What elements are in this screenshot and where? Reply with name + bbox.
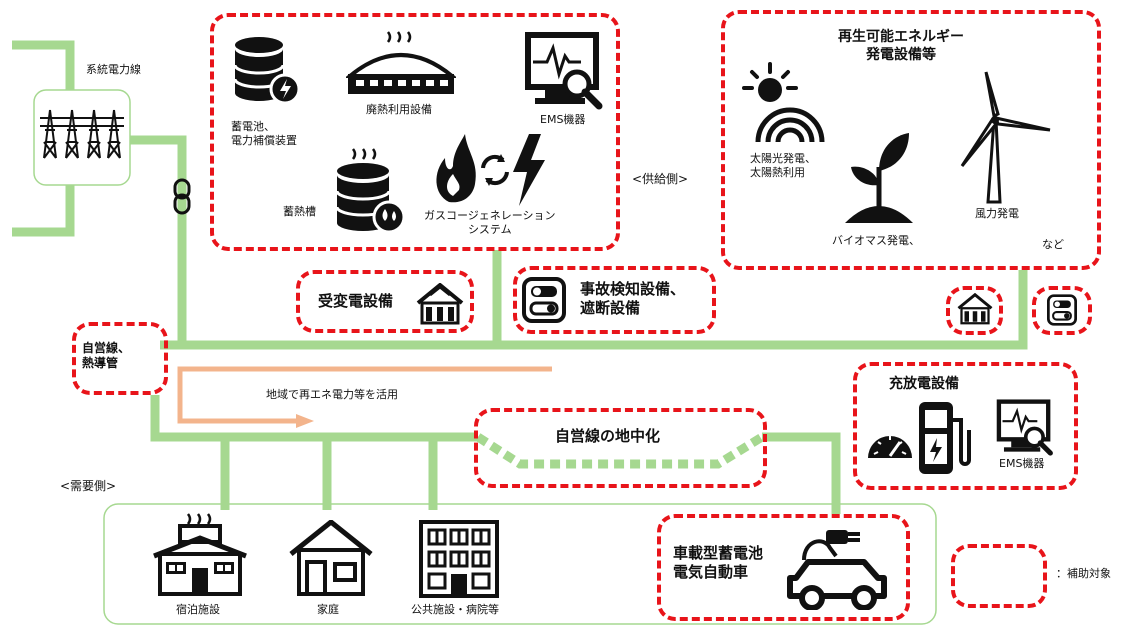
power-tower-icon (40, 100, 124, 160)
ems-monitor-icon-small (994, 398, 1056, 456)
biomass-sprout-icon (843, 127, 915, 223)
supply-facilities-box (210, 13, 620, 251)
grid-tower-frame (33, 89, 131, 186)
fault-detection-box-right (1032, 286, 1092, 335)
substation-label: 受変電設備 (318, 292, 394, 310)
private-line (150, 395, 478, 442)
demand-side-label: <需要側> (60, 479, 117, 493)
private-line-box (72, 322, 168, 395)
switch-breaker-icon-small (1047, 294, 1077, 326)
flow-arrow-head (296, 414, 314, 428)
underground-box (474, 408, 767, 488)
storage-battery-label: 蓄電池、電力補償装置 (231, 120, 297, 147)
wind-label: 風力発電 (975, 207, 1019, 220)
grid-feed-line (130, 135, 187, 345)
flow-arrow (177, 366, 552, 424)
cogeneration-label: ガスコージェネレーションシステム (424, 209, 556, 236)
ems-label: EMS機器 (540, 113, 586, 126)
substation-box (296, 270, 474, 333)
substation-building-icon-small (957, 293, 993, 325)
grid-line-top (12, 40, 75, 90)
heat-storage-tank-icon (333, 145, 409, 235)
charge-discharge-title: 充放電設備 (889, 376, 959, 392)
supply-side-label: <供給側> (632, 172, 689, 186)
grid-line-bottom (12, 185, 75, 237)
main-bus-line (160, 270, 1028, 350)
underground-label: 自営線の地中化 (555, 427, 661, 445)
grid-line-label: 系統電力線 (86, 63, 141, 76)
fault-detection-label: 事故検知設備、遮断設備 (580, 280, 686, 317)
home-label: 家庭 (317, 603, 339, 616)
charging-station-icon (917, 400, 971, 476)
lodging-label: 宿泊施設 (176, 603, 220, 616)
charge-ems-label: EMS機器 (999, 457, 1045, 470)
battery-database-icon (233, 35, 303, 105)
heat-storage-label: 蓄熱槽 (283, 205, 316, 218)
public-facility-icon (417, 518, 501, 598)
etc-label: など (1042, 238, 1064, 251)
gauge-icon (866, 424, 914, 460)
lodging-building-icon (152, 512, 248, 596)
wind-turbine-icon (956, 70, 1054, 204)
private-line-label: 自営線、熱導管 (82, 341, 131, 370)
underground-line (475, 433, 765, 469)
renewable-energy-box (721, 10, 1101, 270)
legend-label: ：補助対象 (1056, 567, 1111, 580)
substation-box-right (946, 286, 1003, 335)
cogeneration-icon (431, 132, 551, 208)
waste-heat-building-icon (346, 28, 456, 98)
switch-breaker-icon (522, 277, 566, 323)
renewable-title: 再生可能エネルギー発電設備等 (838, 29, 964, 63)
charge-discharge-box (853, 362, 1078, 490)
demand-area (103, 503, 937, 625)
ev-box (657, 514, 910, 621)
flow-label: 地域で再エネ電力等を活用 (266, 388, 398, 401)
biomass-label: バイオマス発電、 (832, 234, 920, 247)
legend-swatch (951, 544, 1047, 608)
chain-icon (173, 178, 191, 215)
electric-car-icon (784, 526, 894, 610)
fault-detection-box (513, 266, 716, 334)
waste-heat-label: 廃熱利用設備 (366, 103, 432, 116)
substation-building-icon (416, 283, 464, 325)
public-facility-label: 公共施設・病院等 (411, 603, 499, 616)
private-line-ev (762, 432, 841, 514)
solar-icon (740, 60, 834, 144)
ems-monitor-icon (523, 30, 605, 110)
solar-label: 太陽光発電、太陽熱利用 (750, 152, 816, 179)
home-icon (289, 520, 373, 596)
ev-label: 車載型蓄電池電気自動車 (673, 544, 764, 581)
